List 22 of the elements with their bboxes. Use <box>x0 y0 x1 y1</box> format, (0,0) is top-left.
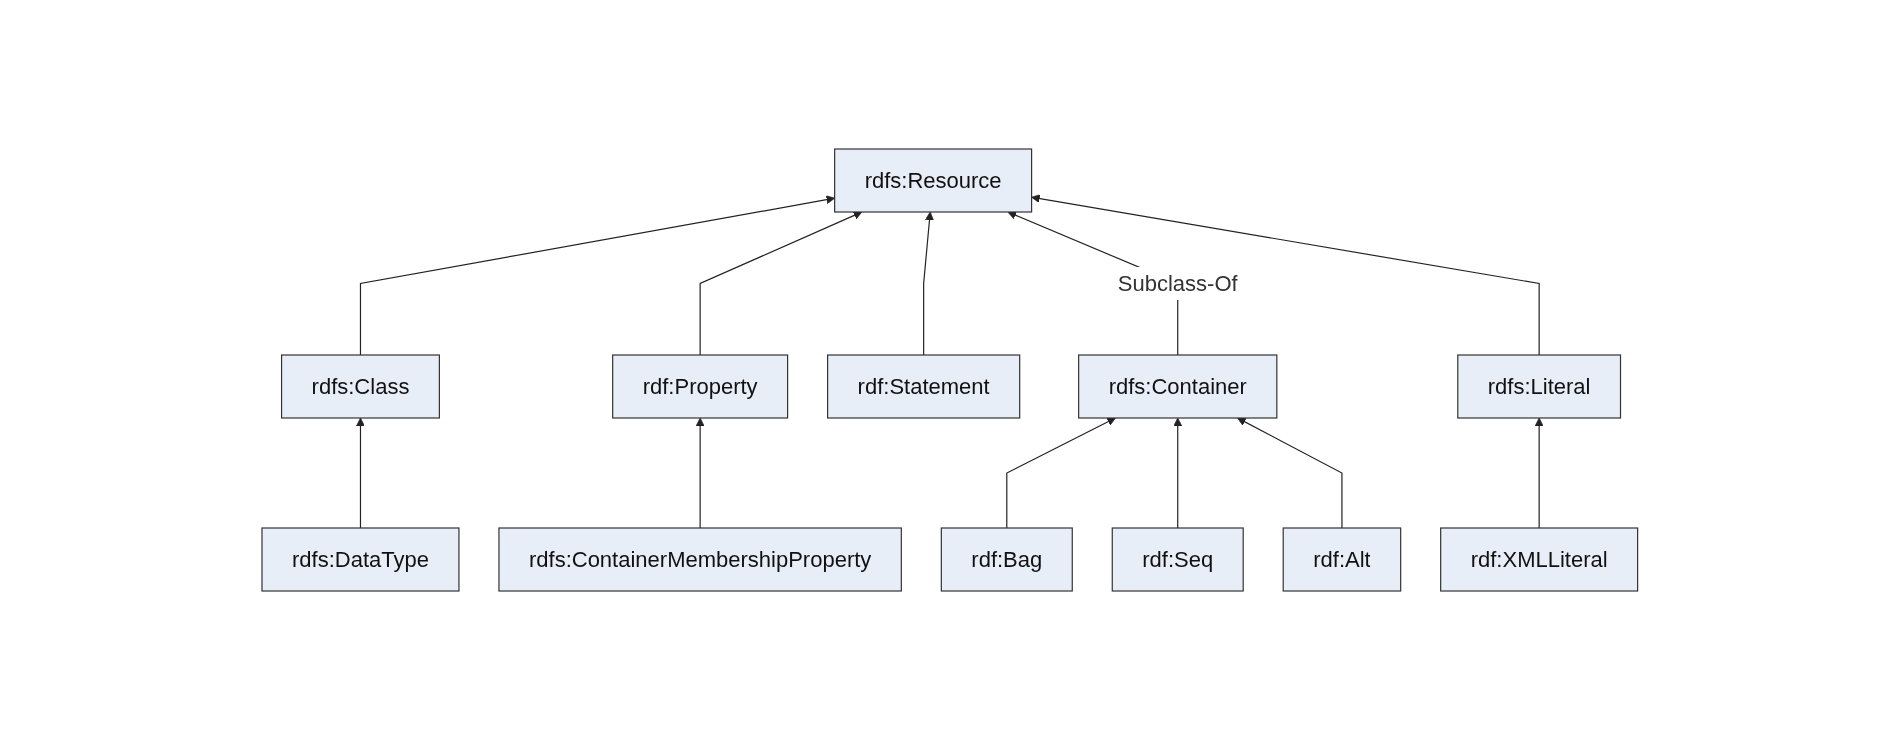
arrow <box>922 211 934 356</box>
node-box: rdfs:DataType <box>261 527 460 592</box>
node-box: rdfs:ContainerMembershipProperty <box>498 527 902 592</box>
arrow <box>359 195 835 356</box>
node-box: rdf:Seq <box>1111 527 1244 592</box>
node-box: rdf:Alt <box>1282 527 1401 592</box>
node-box: rdf:Property <box>611 354 788 419</box>
arrow <box>355 417 365 529</box>
node-box: rdfs:Literal <box>1456 354 1621 419</box>
node-box: rdf:XMLLiteral <box>1439 527 1638 592</box>
node-box: rdfs:Container <box>1077 354 1278 419</box>
arrow <box>1173 417 1182 529</box>
arrow <box>1005 417 1116 529</box>
arrow <box>1236 417 1343 529</box>
arrow <box>695 417 705 529</box>
node-box: rdf:Statement <box>826 354 1020 419</box>
edge-label: Subclass-Of <box>1117 271 1238 296</box>
arrow <box>699 211 862 356</box>
arrow <box>1534 417 1544 529</box>
node-box: rdfs:Resource <box>833 148 1032 213</box>
node-box: rdf:Bag <box>940 527 1073 592</box>
node-box: rdfs:Class <box>280 354 440 419</box>
